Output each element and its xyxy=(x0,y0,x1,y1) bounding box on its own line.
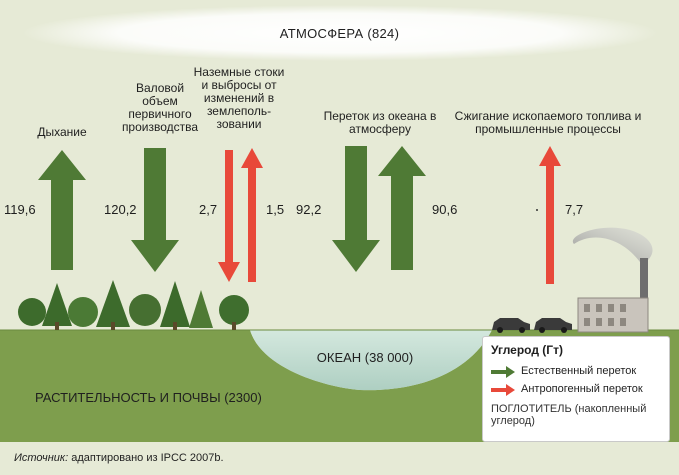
legend-natural-label: Естественный переток xyxy=(521,365,637,377)
forest xyxy=(18,280,249,330)
tree xyxy=(96,280,130,327)
fossil-label: Сжигание ископаемого топлива и промышлен… xyxy=(454,109,642,136)
tree xyxy=(42,283,72,326)
red-arrow-icon xyxy=(491,384,515,396)
atmosphere-cloud xyxy=(22,5,658,61)
legend-sink-label: ПОГЛОТИТЕЛЬ (накопленный углерод) xyxy=(491,403,647,427)
arrow-ocean-up xyxy=(378,146,426,270)
tree xyxy=(129,294,161,326)
ocean-area xyxy=(250,330,492,391)
green-arrow-icon xyxy=(491,366,515,378)
land-use-down-value: 2,7 xyxy=(199,202,218,217)
car-icon xyxy=(534,318,572,330)
source-text: адаптировано из IPCC 2007b. xyxy=(68,452,224,464)
tree-trunk xyxy=(173,322,177,330)
tree-trunk xyxy=(232,322,236,330)
tree-trunk xyxy=(55,322,59,330)
tree xyxy=(189,290,213,328)
smoke-plume xyxy=(572,227,653,262)
arrow-ocean-down xyxy=(332,146,380,272)
legend-anthropogenic-label: Антропогенный переток xyxy=(521,383,643,395)
gpp-label: Валовой объем первичного производства xyxy=(121,81,199,134)
land-use-label: Наземные стоки и выбросы от изменений в … xyxy=(193,65,285,131)
ocean-out-value: 90,6 xyxy=(432,202,458,217)
land-use-up-value: 1,5 xyxy=(266,202,285,217)
respiration-value: 119,6 xyxy=(4,202,36,217)
chimney xyxy=(640,258,648,332)
car-icon xyxy=(492,318,530,330)
decorative-dot xyxy=(536,209,538,211)
ocean-flow-label: Переток из океана в атмосферу xyxy=(323,109,437,136)
source-note: Источник: адаптировано из IPCC 2007b. xyxy=(14,452,224,464)
fossil-value: 7,7 xyxy=(565,202,584,217)
flow-arrows xyxy=(38,146,561,284)
tree xyxy=(219,295,249,325)
arrow-landuse-down xyxy=(218,150,240,282)
tree-trunk xyxy=(111,322,115,330)
respiration-label: Дыхание xyxy=(37,125,87,139)
legend-title: Углерод (Гт) xyxy=(491,343,563,357)
arrow-landuse-up xyxy=(241,148,263,282)
source-prefix: Источник: xyxy=(14,452,69,464)
factory xyxy=(572,227,653,333)
tree xyxy=(18,298,46,326)
tree xyxy=(68,297,98,327)
arrow-gpp-down xyxy=(131,148,179,272)
legend: Углерод (Гт) Естественный переток Антроп… xyxy=(482,336,670,442)
cars xyxy=(492,318,572,333)
ocean-in-value: 92,2 xyxy=(296,202,322,217)
arrow-respiration-up xyxy=(38,150,86,270)
tree xyxy=(160,281,190,327)
ocean-label: ОКЕАН (38 000) xyxy=(316,350,414,365)
gpp-value: 120,2 xyxy=(104,202,137,217)
atmosphere-label: АТМОСФЕРА (824) xyxy=(279,26,400,41)
factory-building xyxy=(577,297,649,333)
arrow-fossil-up xyxy=(539,146,561,284)
vegetation-label: РАСТИТЕЛЬНОСТЬ И ПОЧВЫ (2300) xyxy=(35,390,262,405)
